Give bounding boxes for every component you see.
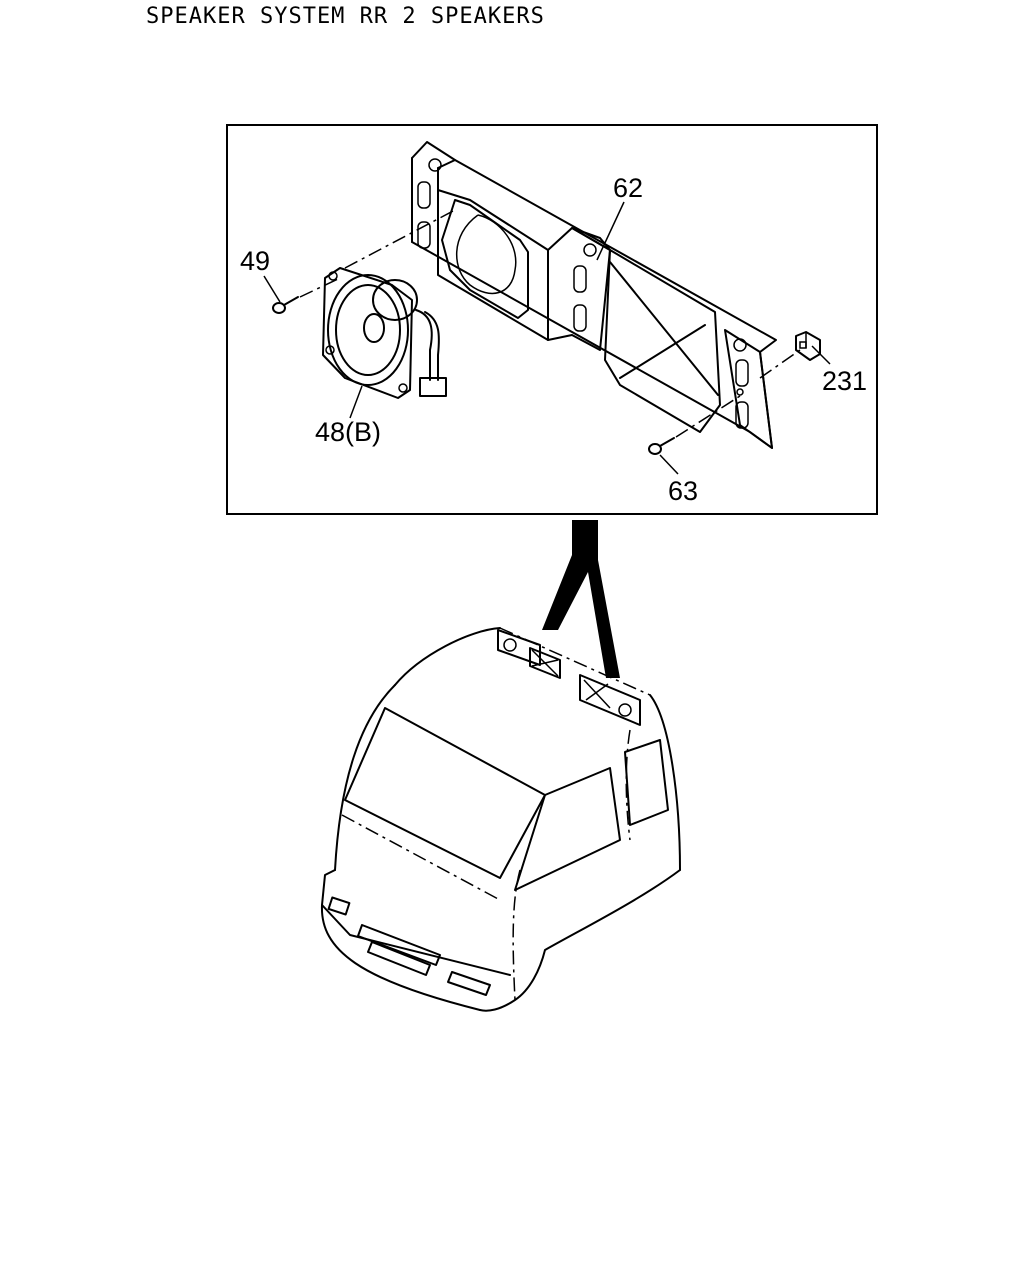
leader-line [659,454,679,475]
callout-48b: 48(B) [315,417,381,447]
screw-icon [648,437,675,455]
alignment-line [759,349,801,379]
alignment-line [675,395,741,438]
leader-line [811,345,831,365]
pointer-arrow [542,520,620,678]
leader-line [263,275,281,303]
alignment-line [299,277,341,298]
diagram-title: SPEAKER SYSTEM RR 2 SPEAKERS [146,4,545,29]
bracket-icon [411,141,777,449]
clip-icon [795,331,821,361]
speaker-icon [322,267,447,399]
detail-frame [226,124,878,515]
truck-cab-icon [320,627,681,1012]
alignment-line [344,209,456,269]
leader-line [349,385,363,419]
callout-231: 231 [822,366,867,396]
callout-63: 63 [668,476,698,506]
screw-icon [272,296,299,314]
callout-62: 62 [613,173,643,203]
callout-49: 49 [240,246,270,276]
leader-line [596,201,625,261]
